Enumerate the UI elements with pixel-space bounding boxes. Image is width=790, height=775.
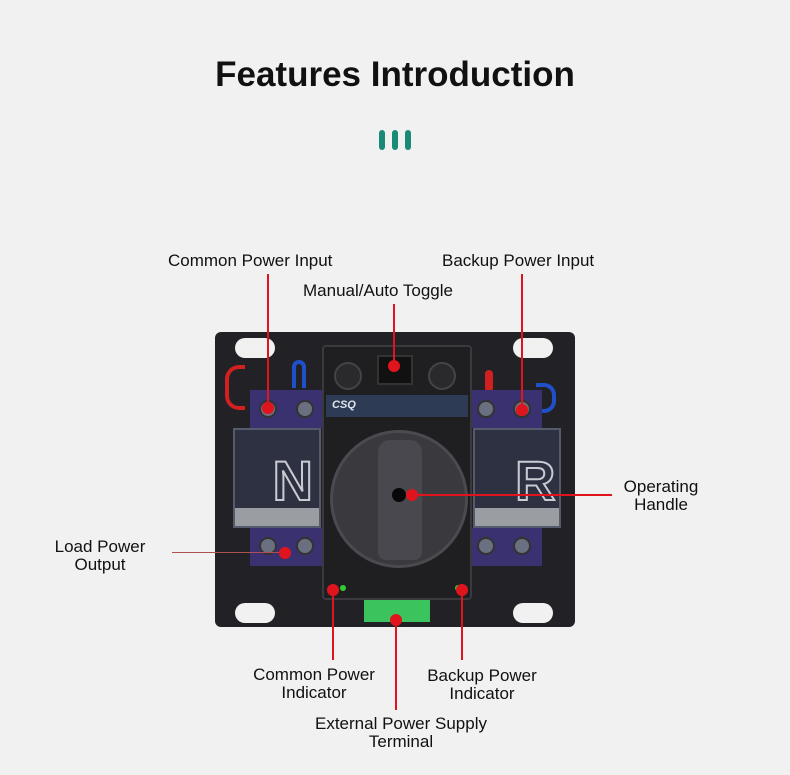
nameplate (326, 395, 468, 417)
module-letter-n: N (272, 448, 314, 513)
red-wire (225, 365, 245, 410)
screw (259, 537, 277, 555)
blue-wire (536, 383, 556, 413)
callout-dot (388, 360, 400, 372)
label-line: Operating (623, 477, 699, 496)
callout-line (172, 552, 285, 553)
right-breaker-module: R (473, 428, 561, 528)
callout-line (267, 274, 269, 408)
label-line: Terminal (368, 732, 434, 751)
screw (513, 537, 531, 555)
callout-dot (279, 547, 291, 559)
title-decoration-bar (379, 130, 385, 150)
label-line: Load Power (54, 537, 146, 556)
label-line: Output (74, 555, 126, 574)
label-common-power-indicator: Common Power Indicator (240, 666, 388, 702)
label-line: Handle (634, 495, 688, 514)
brand-logo: CSQ (332, 399, 356, 411)
blue-wire (292, 360, 306, 388)
callout-dot (456, 584, 468, 596)
callout-dot (262, 402, 274, 414)
red-wire (485, 370, 493, 392)
callout-line (521, 274, 523, 410)
callout-dot (516, 404, 528, 416)
callout-line (393, 304, 395, 366)
screw (334, 362, 362, 390)
screw (296, 537, 314, 555)
mounting-hole (235, 603, 275, 623)
title-decoration-bar (392, 130, 398, 150)
label-line: Indicator (281, 683, 347, 702)
label-line: Common Power (253, 665, 375, 684)
label-backup-power-input: Backup Power Input (442, 251, 595, 270)
mounting-hole (513, 603, 553, 623)
label-backup-power-indicator: Backup Power Indicator (414, 667, 550, 703)
handle-hole (392, 488, 406, 502)
label-operating-handle: Operating Handle (612, 478, 710, 514)
common-power-led (340, 585, 346, 591)
page-title: Features Introduction (215, 55, 575, 94)
title-decoration-bar (405, 130, 411, 150)
screw (477, 537, 495, 555)
callout-dot (406, 489, 418, 501)
callout-line (461, 590, 463, 660)
label-line: Backup Power (427, 666, 537, 685)
mounting-hole (235, 338, 275, 358)
label-common-power-input: Common Power Input (168, 251, 333, 270)
screw (428, 362, 456, 390)
screw (477, 400, 495, 418)
label-external-power-supply-terminal: External Power Supply Terminal (300, 715, 502, 751)
label-line: Indicator (449, 684, 515, 703)
mounting-hole (513, 338, 553, 358)
callout-dot (390, 614, 402, 626)
callout-line (395, 620, 397, 710)
module-letter-r: R (514, 448, 556, 513)
callout-line (332, 590, 334, 660)
label-load-power-output: Load Power Output (45, 538, 155, 574)
left-breaker-module: N (233, 428, 321, 528)
screw (296, 400, 314, 418)
callout-dot (327, 584, 339, 596)
callout-line (412, 494, 612, 496)
external-power-terminal (364, 600, 430, 622)
label-manual-auto-toggle: Manual/Auto Toggle (303, 281, 453, 300)
label-line: External Power Supply (315, 714, 487, 733)
